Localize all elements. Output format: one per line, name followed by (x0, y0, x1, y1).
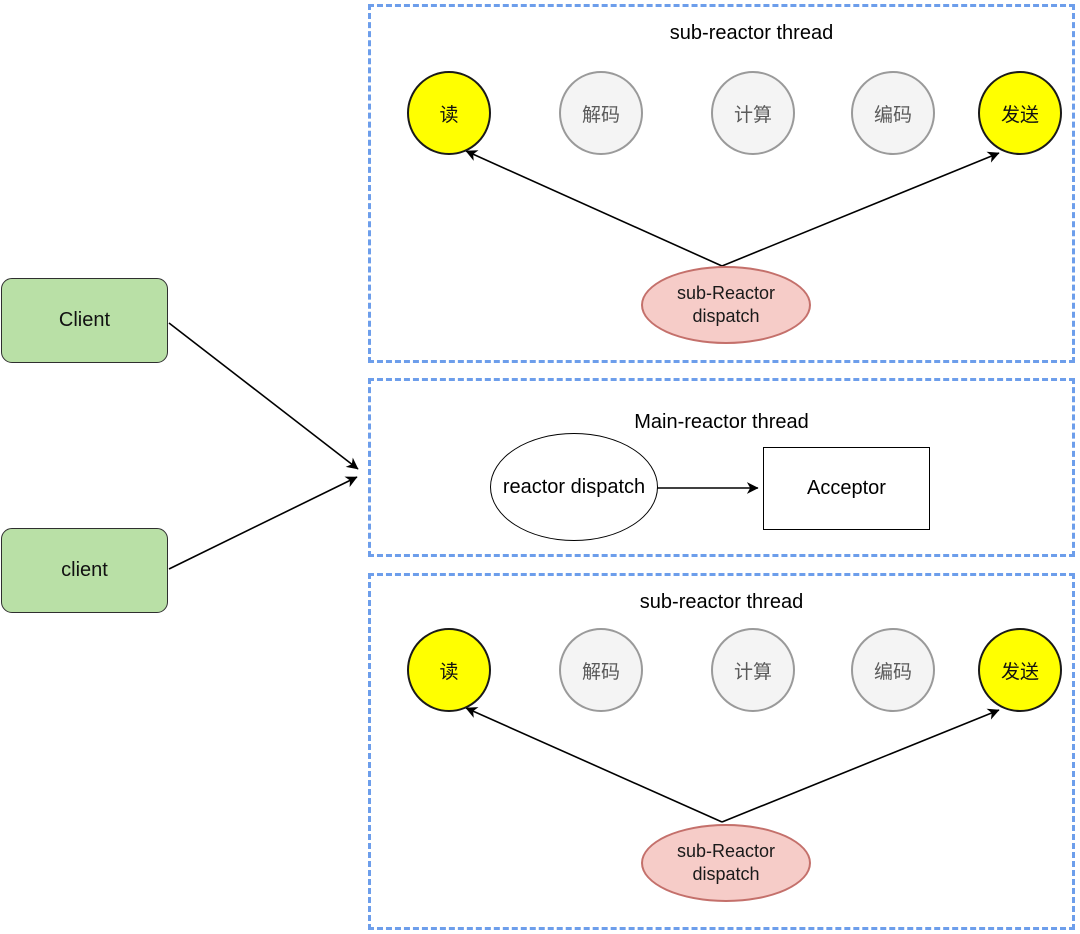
client-node-label: Client (58, 309, 111, 331)
connector-client-lower-to-main (168, 476, 358, 570)
sub-reactor-panel-bottom: sub-reactor thread 读 解码 计算 编码 发送 sub-Rea… (368, 573, 1075, 930)
client-node-upper: Client (1, 278, 168, 363)
stage-decode-circle: 解码 (559, 628, 643, 712)
stage-send-circle: 发送 (978, 628, 1062, 712)
panel-title: Main-reactor thread (634, 411, 809, 433)
stage-label: 发送 (1000, 104, 1039, 126)
stage-encode-circle: 编码 (851, 628, 935, 712)
stage-compute-circle: 计算 (711, 71, 795, 155)
sub-reactor-dispatch-ellipse: sub-Reactor dispatch (641, 824, 811, 902)
dispatcher-label-line2: dispatch (692, 306, 760, 326)
stage-label: 读 (439, 104, 459, 126)
reactor-dispatch-ellipse: reactor dispatch (490, 433, 658, 541)
acceptor-label: Acceptor (807, 477, 886, 499)
stage-compute-circle: 计算 (711, 628, 795, 712)
dispatcher-label-line1: sub-Reactor (676, 841, 776, 861)
main-reactor-panel: Main-reactor thread reactor dispatch Acc… (368, 378, 1075, 557)
client-node-lower: client (1, 528, 168, 613)
stage-read-circle: 读 (407, 71, 491, 155)
stage-encode-circle: 编码 (851, 71, 935, 155)
acceptor-node: Acceptor (763, 447, 930, 530)
stage-read-circle: 读 (407, 628, 491, 712)
connector-client-upper-to-main (168, 322, 359, 470)
client-node-label: client (61, 559, 108, 581)
stage-label: 解码 (581, 661, 620, 683)
stage-label: 计算 (733, 104, 772, 126)
panel-title: sub-reactor thread (639, 591, 804, 613)
panel-title: sub-reactor thread (669, 22, 834, 44)
stage-decode-circle: 解码 (559, 71, 643, 155)
stage-label: 发送 (1000, 661, 1039, 683)
stage-send-circle: 发送 (978, 71, 1062, 155)
stage-label: 解码 (581, 104, 620, 126)
dispatcher-label-line2: dispatch (692, 864, 760, 884)
reactor-dispatch-label: reactor dispatch (502, 475, 646, 498)
sub-reactor-panel-top: sub-reactor thread 读 解码 计算 编码 发送 sub-Rea… (368, 4, 1075, 363)
stage-label: 读 (439, 661, 459, 683)
stage-label: 计算 (733, 661, 772, 683)
stage-label: 编码 (873, 661, 912, 683)
stage-label: 编码 (873, 104, 912, 126)
sub-reactor-dispatch-ellipse: sub-Reactor dispatch (641, 266, 811, 344)
dispatcher-label-line1: sub-Reactor (676, 283, 776, 303)
